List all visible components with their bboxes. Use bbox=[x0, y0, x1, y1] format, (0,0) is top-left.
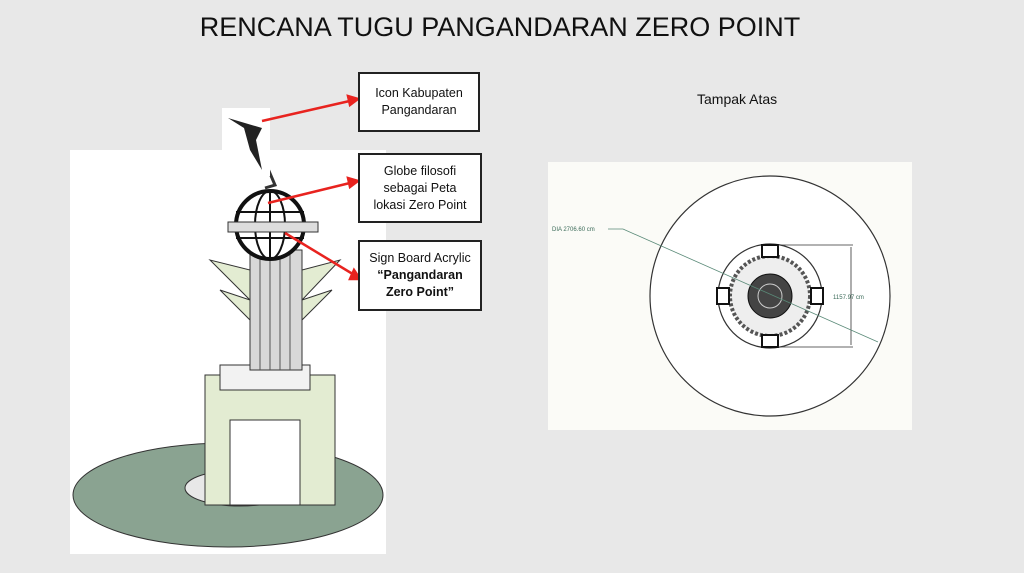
label-line: lokasi Zero Point bbox=[373, 197, 467, 212]
label-line: sebagai Peta bbox=[383, 180, 457, 195]
label-line: Icon Kabupaten bbox=[375, 86, 463, 100]
label-globe: Globe filosofi sebagai Peta lokasi Zero … bbox=[358, 153, 482, 223]
label-line: Pangandaran bbox=[381, 103, 457, 117]
monument-drawing bbox=[72, 150, 384, 548]
top-view-heading: Tampak Atas bbox=[697, 91, 778, 107]
label-line: Zero Point” bbox=[385, 285, 455, 299]
diameter-label: DIA 2706.60 cm bbox=[552, 227, 595, 233]
label-line: Globe filosofi bbox=[383, 163, 457, 178]
label-sign-board: Sign Board Acrylic “Pangandaran Zero Poi… bbox=[358, 240, 482, 311]
page-title: RENCANA TUGU PANGANDARAN ZERO POINT bbox=[199, 12, 801, 42]
top-view-drawing: DIA 2706.60 cm 1157.97 cm bbox=[552, 175, 891, 417]
label-line: “Pangandaran bbox=[377, 268, 463, 282]
inner-dimension-label: 1157.97 cm bbox=[833, 295, 864, 301]
label-icon-kabupaten: Icon Kabupaten Pangandaran bbox=[358, 72, 480, 132]
monument-perspective-image bbox=[70, 150, 386, 554]
top-view-image: DIA 2706.60 cm 1157.97 cm bbox=[548, 162, 912, 430]
label-line: Sign Board Acrylic bbox=[369, 251, 471, 265]
